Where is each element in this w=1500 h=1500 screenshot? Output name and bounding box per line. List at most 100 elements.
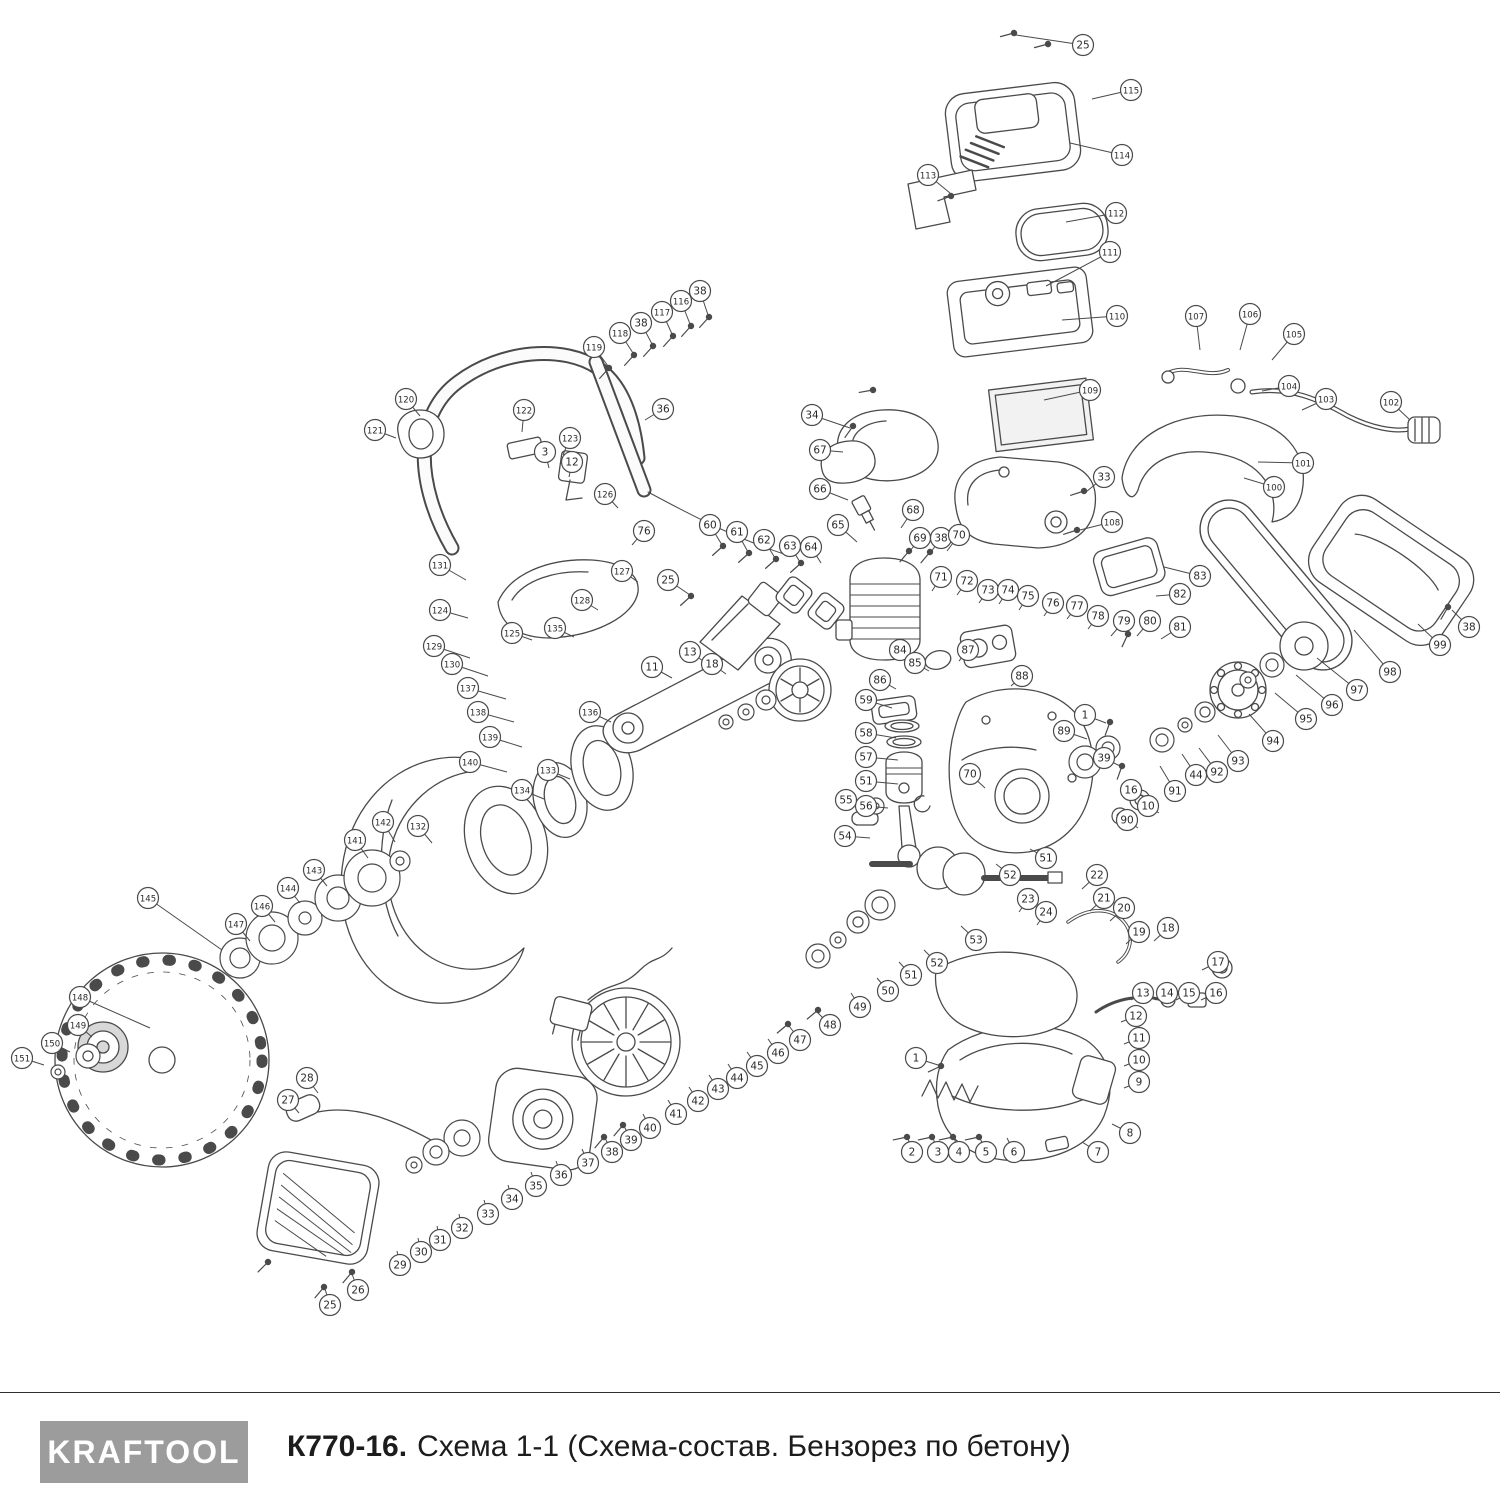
svg-text:137: 137 (460, 685, 476, 695)
svg-text:131: 131 (432, 562, 448, 572)
part-callout: 27 (276, 1088, 300, 1112)
svg-text:51: 51 (859, 776, 872, 788)
svg-text:69: 69 (913, 533, 926, 545)
part-callout: 102 (1379, 390, 1403, 414)
svg-text:20: 20 (1117, 903, 1130, 915)
svg-text:144: 144 (280, 885, 296, 895)
svg-text:6: 6 (1011, 1147, 1018, 1159)
part-callout: 1 (904, 1046, 928, 1070)
part-callout: 25 (656, 568, 680, 592)
part-callout: 53 (964, 928, 988, 952)
svg-text:70: 70 (952, 530, 965, 542)
part-callout: 50 (876, 979, 900, 1003)
part-callout: 5 (974, 1140, 998, 1164)
part-callout: 44 (1184, 763, 1208, 787)
starter-grip (285, 1094, 443, 1147)
svg-text:130: 130 (444, 661, 460, 671)
svg-text:2: 2 (909, 1147, 916, 1159)
part-callout: 9 (1127, 1070, 1151, 1094)
svg-text:84: 84 (893, 645, 907, 657)
svg-text:75: 75 (1021, 591, 1034, 603)
part-callout: 139 (478, 725, 502, 749)
svg-text:139: 139 (482, 734, 498, 744)
part-callout: 93 (1226, 749, 1250, 773)
part-callout: 32 (450, 1216, 474, 1240)
svg-text:47: 47 (793, 1035, 806, 1047)
svg-text:83: 83 (1193, 571, 1206, 583)
part-callout: 60 (698, 513, 722, 537)
svg-text:36: 36 (554, 1170, 568, 1182)
part-callout: 24 (1034, 900, 1058, 924)
part-callout: 3 (533, 440, 557, 464)
svg-text:135: 135 (547, 625, 563, 635)
part-callout: 150 (40, 1031, 64, 1055)
part-callout: 43 (706, 1077, 730, 1101)
part-callout: 64 (799, 535, 823, 559)
part-callout: 7 (1086, 1140, 1110, 1164)
scheme-code: К770-16. (287, 1429, 408, 1463)
svg-text:88: 88 (1015, 671, 1028, 683)
part-callout: 38 (688, 279, 712, 303)
svg-text:97: 97 (1350, 685, 1363, 697)
svg-text:150: 150 (44, 1040, 60, 1050)
svg-text:68: 68 (906, 505, 919, 517)
part-callout: 12 (560, 450, 584, 474)
part-callout: 70 (947, 523, 971, 547)
svg-text:33: 33 (1097, 472, 1110, 484)
part-callout: 36 (549, 1163, 573, 1187)
part-callout: 79 (1112, 609, 1136, 633)
part-callout: 111 (1098, 240, 1122, 264)
svg-text:142: 142 (375, 819, 391, 829)
svg-text:66: 66 (813, 484, 827, 496)
handle-mount (397, 409, 445, 459)
svg-text:128: 128 (574, 597, 590, 607)
part-callout: 25 (1071, 33, 1095, 57)
part-callout: 52 (925, 951, 949, 975)
svg-text:70: 70 (963, 769, 976, 781)
part-callout: 92 (1205, 760, 1229, 784)
part-callout: 17 (1206, 950, 1230, 974)
part-callout: 34 (500, 1187, 524, 1211)
part-callout: 68 (901, 498, 925, 522)
part-callout: 3 (926, 1140, 950, 1164)
svg-text:77: 77 (1070, 601, 1083, 613)
part-callout: 18 (1156, 916, 1180, 940)
part-callout: 8 (1118, 1121, 1142, 1145)
part-callout: 48 (818, 1013, 842, 1037)
svg-text:13: 13 (683, 647, 696, 659)
svg-text:99: 99 (1433, 640, 1446, 652)
part-callout: 137 (456, 676, 480, 700)
part-callout: 115 (1119, 78, 1143, 102)
svg-text:110: 110 (1109, 313, 1125, 323)
svg-text:63: 63 (783, 541, 796, 553)
svg-text:114: 114 (1114, 152, 1130, 162)
part-callout: 106 (1238, 302, 1262, 326)
svg-text:28: 28 (300, 1073, 313, 1085)
svg-text:44: 44 (1189, 770, 1203, 782)
svg-text:91: 91 (1168, 786, 1181, 798)
part-callout: 33 (1092, 465, 1116, 489)
part-callout: 73 (976, 578, 1000, 602)
part-callout: 44 (725, 1066, 749, 1090)
part-callout: 63 (778, 534, 802, 558)
starter-housing (488, 1067, 598, 1171)
svg-text:94: 94 (1266, 736, 1280, 748)
svg-text:38: 38 (634, 318, 647, 330)
svg-text:32: 32 (455, 1223, 468, 1235)
part-callout: 38 (1457, 615, 1481, 639)
svg-text:21: 21 (1097, 893, 1110, 905)
part-callout: 91 (1163, 779, 1187, 803)
part-callout: 80 (1138, 609, 1162, 633)
part-callout: 76 (632, 519, 656, 543)
part-callout: 22 (1085, 863, 1109, 887)
svg-text:87: 87 (961, 645, 974, 657)
part-callout: 57 (854, 745, 878, 769)
svg-text:53: 53 (969, 935, 982, 947)
svg-text:33: 33 (481, 1209, 494, 1221)
part-callout: 25 (318, 1293, 342, 1317)
svg-text:96: 96 (1325, 700, 1339, 712)
svg-text:56: 56 (859, 801, 873, 813)
part-callout: 21 (1092, 886, 1116, 910)
svg-text:35: 35 (529, 1181, 542, 1193)
belt-guard (1307, 494, 1475, 646)
